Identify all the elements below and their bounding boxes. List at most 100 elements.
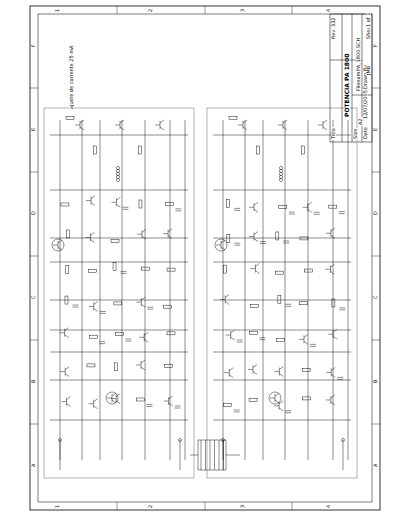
resistor-symbol	[275, 271, 283, 274]
wire	[111, 202, 116, 203]
wire	[304, 334, 308, 337]
wire	[243, 127, 247, 130]
wire	[122, 207, 128, 208]
wire	[260, 241, 266, 242]
wire	[216, 245, 221, 246]
wire	[100, 311, 106, 312]
wire	[254, 239, 258, 242]
grid-number: 1	[55, 504, 60, 509]
wire	[91, 239, 95, 242]
wire	[331, 395, 335, 398]
resistor-symbol	[302, 368, 310, 371]
resistor-symbol	[66, 230, 69, 238]
wire	[254, 202, 258, 205]
transistor-body	[269, 392, 281, 404]
wire	[86, 200, 91, 201]
wire	[254, 209, 258, 212]
resistor-symbol	[111, 239, 119, 242]
resistor-symbol	[229, 117, 237, 120]
wire	[337, 379, 343, 380]
resistor-symbol	[279, 206, 287, 209]
inductor-turn	[116, 166, 119, 169]
note-text: ajuste de corrente 25 mA	[69, 44, 74, 110]
wire	[237, 342, 243, 343]
wire	[142, 236, 146, 239]
wire	[250, 268, 255, 269]
wire	[107, 398, 112, 399]
wire	[310, 344, 316, 345]
inductor-turn	[279, 166, 282, 169]
wire	[219, 440, 220, 470]
resistor-symbol	[87, 364, 95, 367]
wire	[223, 440, 224, 470]
wire	[275, 393, 279, 396]
drawing-title: POTENCIA PA 1800	[344, 53, 350, 118]
wire	[60, 120, 61, 460]
wire	[50, 238, 188, 239]
wire	[112, 393, 116, 396]
wire	[180, 440, 181, 470]
resistor-symbol	[89, 270, 97, 273]
wire	[201, 440, 202, 470]
wire	[60, 332, 65, 333]
wire	[279, 401, 283, 404]
wire	[58, 240, 62, 243]
transistor-body	[106, 392, 118, 404]
wire	[116, 401, 120, 404]
resistor-symbol	[65, 296, 68, 304]
resistor-symbol	[139, 200, 142, 208]
wire	[116, 204, 120, 207]
wire	[308, 202, 312, 205]
wire	[170, 120, 171, 460]
wire	[50, 380, 188, 381]
wire	[214, 440, 215, 470]
wire	[94, 308, 98, 311]
grid-number: 4	[326, 8, 331, 13]
wire	[226, 455, 240, 456]
wire	[248, 369, 253, 370]
wire	[169, 403, 173, 406]
wire	[283, 240, 289, 241]
wire	[139, 337, 144, 338]
wire	[326, 399, 331, 400]
wire	[337, 377, 343, 378]
inductor-turn	[116, 172, 119, 175]
wire	[285, 306, 291, 307]
wire	[115, 125, 120, 126]
resistor-symbol	[165, 202, 173, 205]
wire	[243, 120, 247, 123]
wire	[213, 380, 351, 381]
wire	[339, 309, 345, 310]
wire	[100, 313, 106, 314]
wire	[121, 273, 127, 274]
wire	[304, 341, 308, 344]
amplifier-circuit	[44, 108, 357, 478]
wire	[67, 404, 71, 407]
wire	[225, 294, 229, 297]
wire	[254, 232, 258, 235]
wire	[331, 374, 335, 377]
wire	[213, 330, 351, 331]
wire	[213, 190, 351, 191]
resistor-symbol	[136, 398, 144, 401]
wire	[285, 120, 286, 460]
wire	[141, 304, 145, 307]
wire	[50, 262, 188, 263]
wire	[224, 372, 229, 373]
wire	[234, 208, 240, 209]
grid-letter: E	[373, 127, 378, 132]
wire	[326, 233, 331, 234]
wire	[50, 190, 188, 191]
wire	[283, 127, 287, 130]
wire	[89, 306, 94, 307]
resistor-symbol	[139, 146, 142, 154]
wire	[285, 410, 291, 411]
wire	[263, 120, 264, 460]
wire	[226, 335, 231, 336]
wire	[223, 440, 224, 470]
wire	[205, 440, 206, 470]
resistor-symbol	[61, 203, 69, 206]
resistor-symbol	[329, 205, 337, 208]
resistor-symbol	[278, 295, 281, 303]
grid-letter: C	[373, 295, 378, 301]
